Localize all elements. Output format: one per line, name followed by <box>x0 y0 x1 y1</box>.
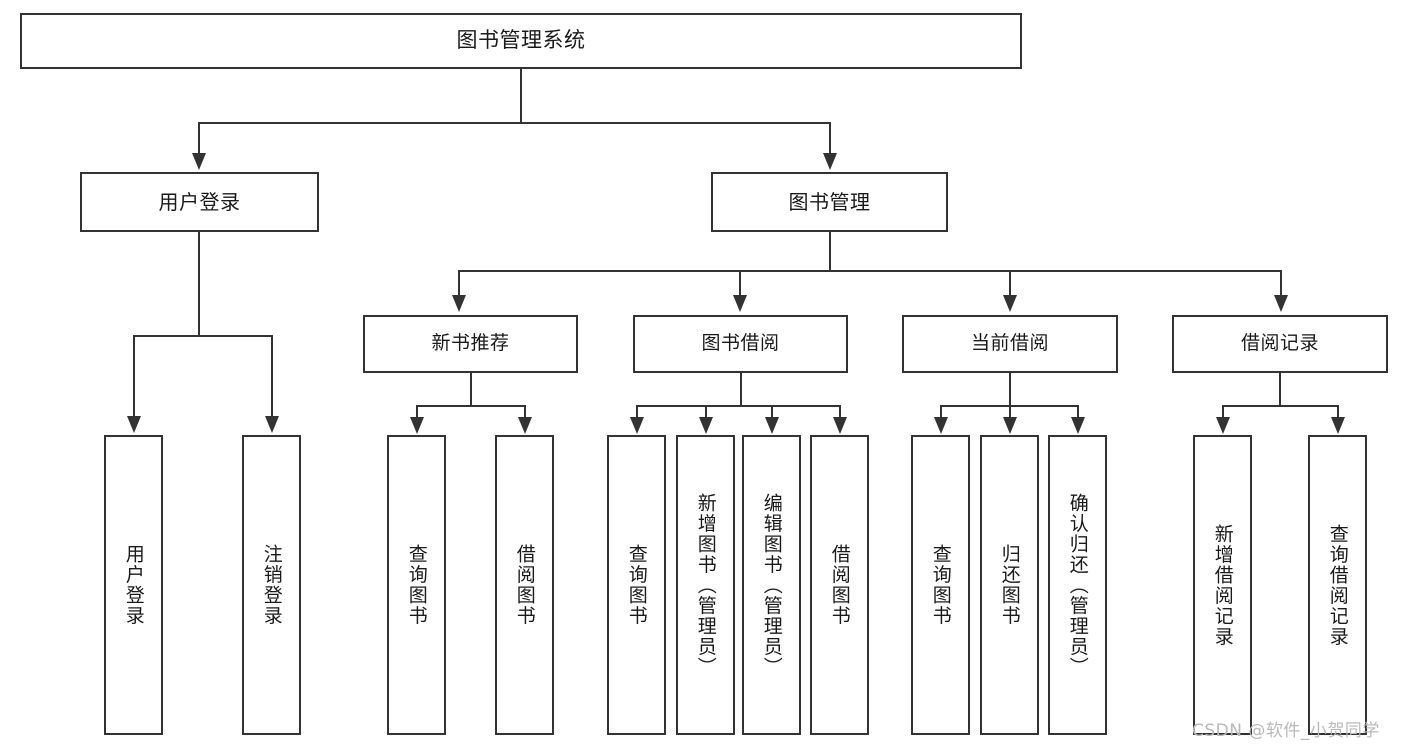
edge-current-borrow-drop-1 <box>940 405 942 418</box>
edge-root-to-user-login <box>198 122 200 154</box>
edge-borrow-record-stem <box>1279 373 1281 406</box>
node-label: 新增图书（管理员） <box>694 492 717 678</box>
edge-new-book-bar <box>416 405 526 407</box>
arrowhead-leaf-add-record <box>1216 417 1230 434</box>
leaf-query-book-current[interactable]: 查询图书 <box>911 435 970 735</box>
arrowhead-to-current-borrow <box>1003 295 1017 312</box>
node-label: 查询图书 <box>405 544 428 626</box>
node-user-login[interactable]: 用户登录 <box>80 172 319 232</box>
node-label: 用户登录 <box>122 544 145 626</box>
leaf-user-login[interactable]: 用户登录 <box>104 435 163 735</box>
arrowhead-leaf-edit-book <box>765 417 779 434</box>
edge-to-borrow-record <box>1280 270 1282 296</box>
arrowhead-leaf-confirm-return <box>1071 417 1085 434</box>
arrowhead-to-book-borrow <box>733 295 747 312</box>
node-label: 借阅图书 <box>513 544 536 626</box>
node-label: 用户登录 <box>158 189 241 214</box>
node-label: 注销登录 <box>260 544 283 626</box>
edge-user-login-bar <box>133 335 273 337</box>
leaf-borrow-book-recommend[interactable]: 借阅图书 <box>495 435 554 735</box>
node-label: 新书推荐 <box>431 332 510 355</box>
edge-current-borrow-stem <box>1009 373 1011 406</box>
node-book-management[interactable]: 图书管理 <box>711 172 948 232</box>
edge-root-to-book-manage <box>829 122 831 154</box>
edge-current-borrow-drop-2 <box>1009 405 1011 418</box>
node-label: 图书管理 <box>788 189 871 214</box>
node-label: 归还图书 <box>998 544 1021 626</box>
node-book-borrow[interactable]: 图书借阅 <box>633 315 848 373</box>
node-label: 新增借阅记录 <box>1211 523 1234 647</box>
edge-book-borrow-drop-3 <box>771 405 773 418</box>
leaf-query-book-borrow[interactable]: 查询图书 <box>607 435 666 735</box>
edge-current-borrow-drop-3 <box>1077 405 1079 418</box>
leaf-edit-book-admin[interactable]: 编辑图书（管理员） <box>742 435 801 735</box>
edge-borrow-record-drop-1 <box>1222 405 1224 418</box>
edge-new-book-stem <box>470 373 472 406</box>
edge-borrow-record-drop-2 <box>1337 405 1339 418</box>
node-label: 查询图书 <box>929 544 952 626</box>
arrowhead-leaf-query-book-3 <box>934 417 948 434</box>
node-label: 编辑图书（管理员） <box>760 492 783 678</box>
node-label: 借阅图书 <box>828 544 851 626</box>
arrowhead-to-user-login <box>192 153 206 170</box>
leaf-add-book-admin[interactable]: 新增图书（管理员） <box>676 435 735 735</box>
edge-to-new-book-recommend <box>458 270 460 296</box>
edge-to-current-borrow <box>1009 270 1011 296</box>
edge-borrow-record-bar <box>1222 405 1339 407</box>
leaf-query-borrow-record[interactable]: 查询借阅记录 <box>1308 435 1367 735</box>
edge-new-book-drop-1 <box>416 405 418 418</box>
node-root-system[interactable]: 图书管理系统 <box>20 13 1022 69</box>
arrowhead-leaf-query-book-2 <box>630 417 644 434</box>
node-label: 确认归还（管理员） <box>1066 492 1089 678</box>
edge-book-borrow-stem <box>740 373 742 406</box>
edge-user-login-stem <box>198 232 200 336</box>
edge-book-manage-stem <box>829 232 831 272</box>
edge-user-login-drop-2 <box>271 335 273 417</box>
edge-book-manage-bar <box>458 270 1282 272</box>
node-label: 图书借阅 <box>701 332 780 355</box>
node-label: 当前借阅 <box>970 332 1049 355</box>
leaf-borrow-book[interactable]: 借阅图书 <box>810 435 869 735</box>
edge-root-bar <box>198 122 831 124</box>
leaf-add-borrow-record[interactable]: 新增借阅记录 <box>1193 435 1252 735</box>
edge-new-book-drop-2 <box>524 405 526 418</box>
arrowhead-leaf-logout <box>265 416 279 433</box>
arrowhead-leaf-add-book <box>699 417 713 434</box>
node-borrow-record[interactable]: 借阅记录 <box>1172 315 1388 373</box>
node-label: 图书管理系统 <box>456 28 586 53</box>
arrowhead-to-new-book-recommend <box>452 295 466 312</box>
node-current-borrow[interactable]: 当前借阅 <box>902 315 1118 373</box>
arrowhead-leaf-user-login <box>127 416 141 433</box>
edge-book-borrow-drop-4 <box>839 405 841 418</box>
arrowhead-to-borrow-record <box>1274 295 1288 312</box>
edge-book-borrow-drop-2 <box>705 405 707 418</box>
node-label: 查询借阅记录 <box>1326 523 1349 647</box>
edge-book-borrow-drop-1 <box>636 405 638 418</box>
edge-book-borrow-bar <box>636 405 840 407</box>
leaf-query-book-recommend[interactable]: 查询图书 <box>387 435 446 735</box>
leaf-return-book[interactable]: 归还图书 <box>980 435 1039 735</box>
arrowhead-leaf-query-book-1 <box>410 417 424 434</box>
arrowhead-leaf-borrow-book-2 <box>833 417 847 434</box>
node-label: 借阅记录 <box>1240 332 1319 355</box>
leaf-confirm-return-admin[interactable]: 确认归还（管理员） <box>1048 435 1107 735</box>
arrowhead-to-book-manage <box>823 153 837 170</box>
arrowhead-leaf-return-book <box>1003 417 1017 434</box>
arrowhead-leaf-borrow-book-1 <box>518 417 532 434</box>
node-label: 查询图书 <box>625 544 648 626</box>
leaf-logout[interactable]: 注销登录 <box>242 435 301 735</box>
arrowhead-leaf-query-record <box>1331 417 1345 434</box>
edge-to-book-borrow <box>739 270 741 296</box>
edge-user-login-drop-1 <box>133 335 135 417</box>
node-new-book-recommend[interactable]: 新书推荐 <box>363 315 578 373</box>
edge-root-stem <box>520 69 522 123</box>
